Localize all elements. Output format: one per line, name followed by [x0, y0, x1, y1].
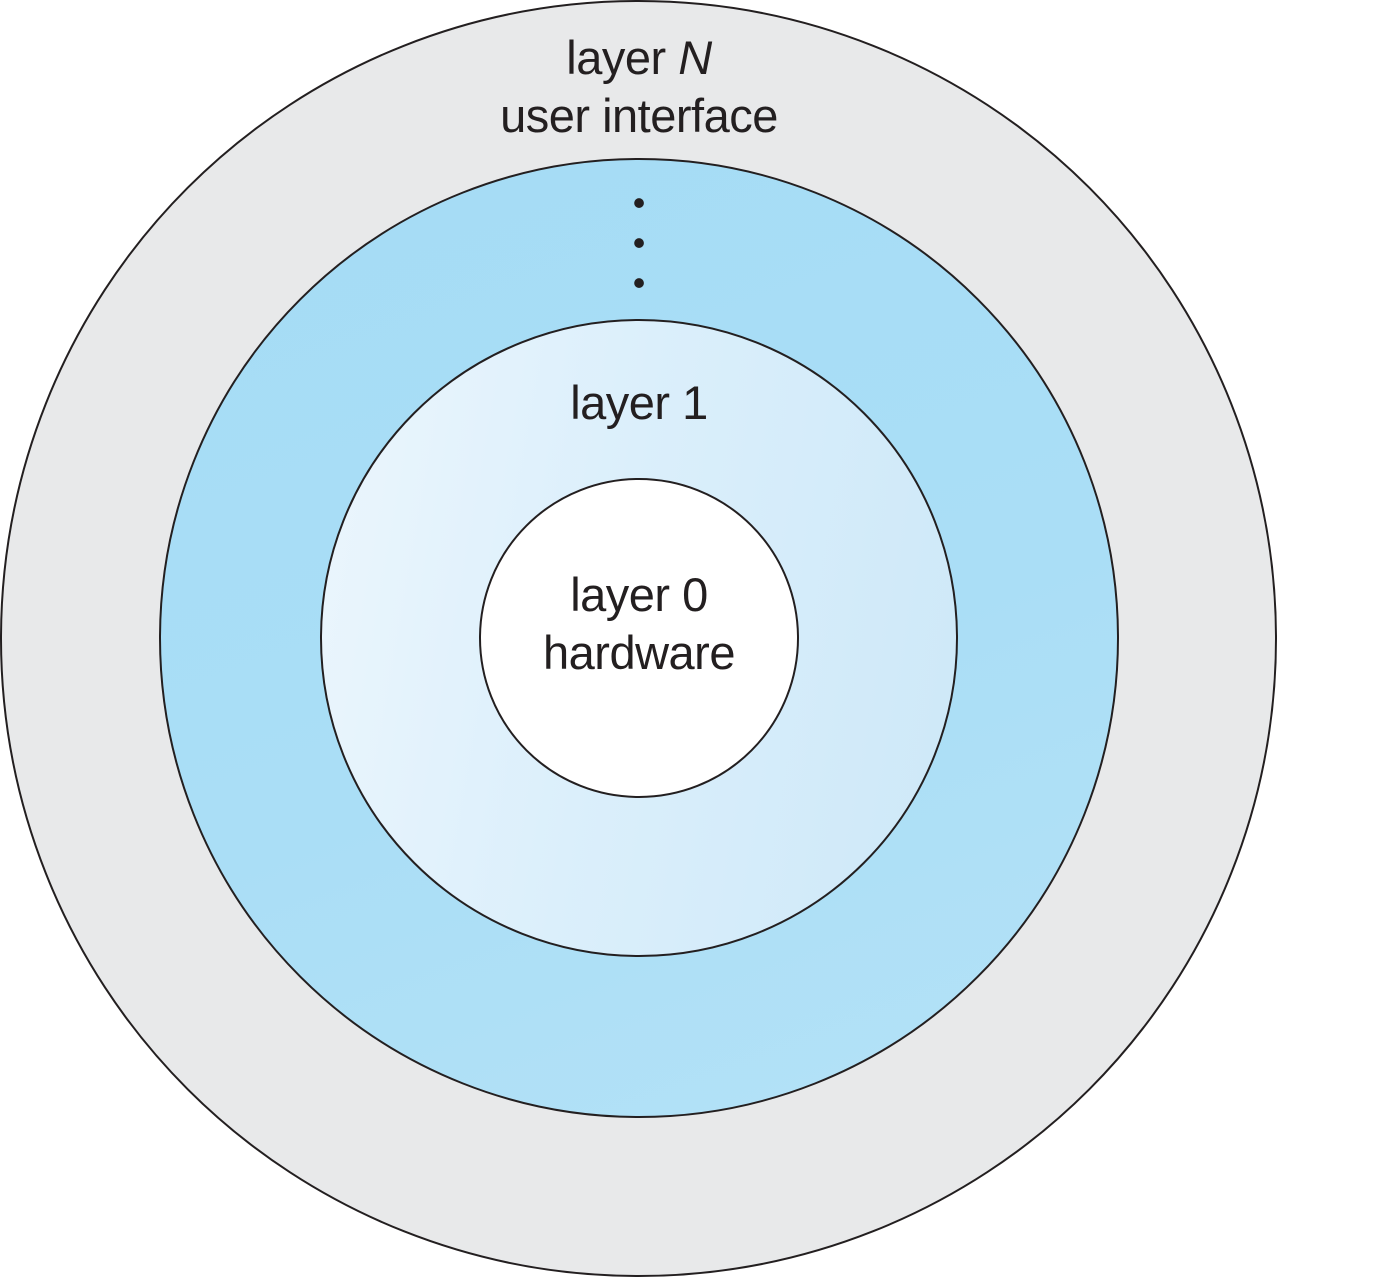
- layer-n-variable: N: [678, 31, 712, 84]
- layer-n-sublabel: user interface: [500, 89, 778, 142]
- label-layer-1: layer 1: [570, 376, 708, 429]
- layer-n-title-line: layer N: [0, 29, 1278, 87]
- layer-0-title: layer 0: [570, 568, 708, 621]
- ellipsis-dots: • • •: [632, 182, 646, 303]
- circle-layer-0: [479, 478, 799, 798]
- label-layer-n: layer N user interface: [0, 29, 1278, 145]
- layer-n-text: layer: [566, 31, 666, 84]
- label-layer-0: layer 0 hardware: [0, 566, 1278, 682]
- layer-0-sublabel: hardware: [543, 626, 735, 679]
